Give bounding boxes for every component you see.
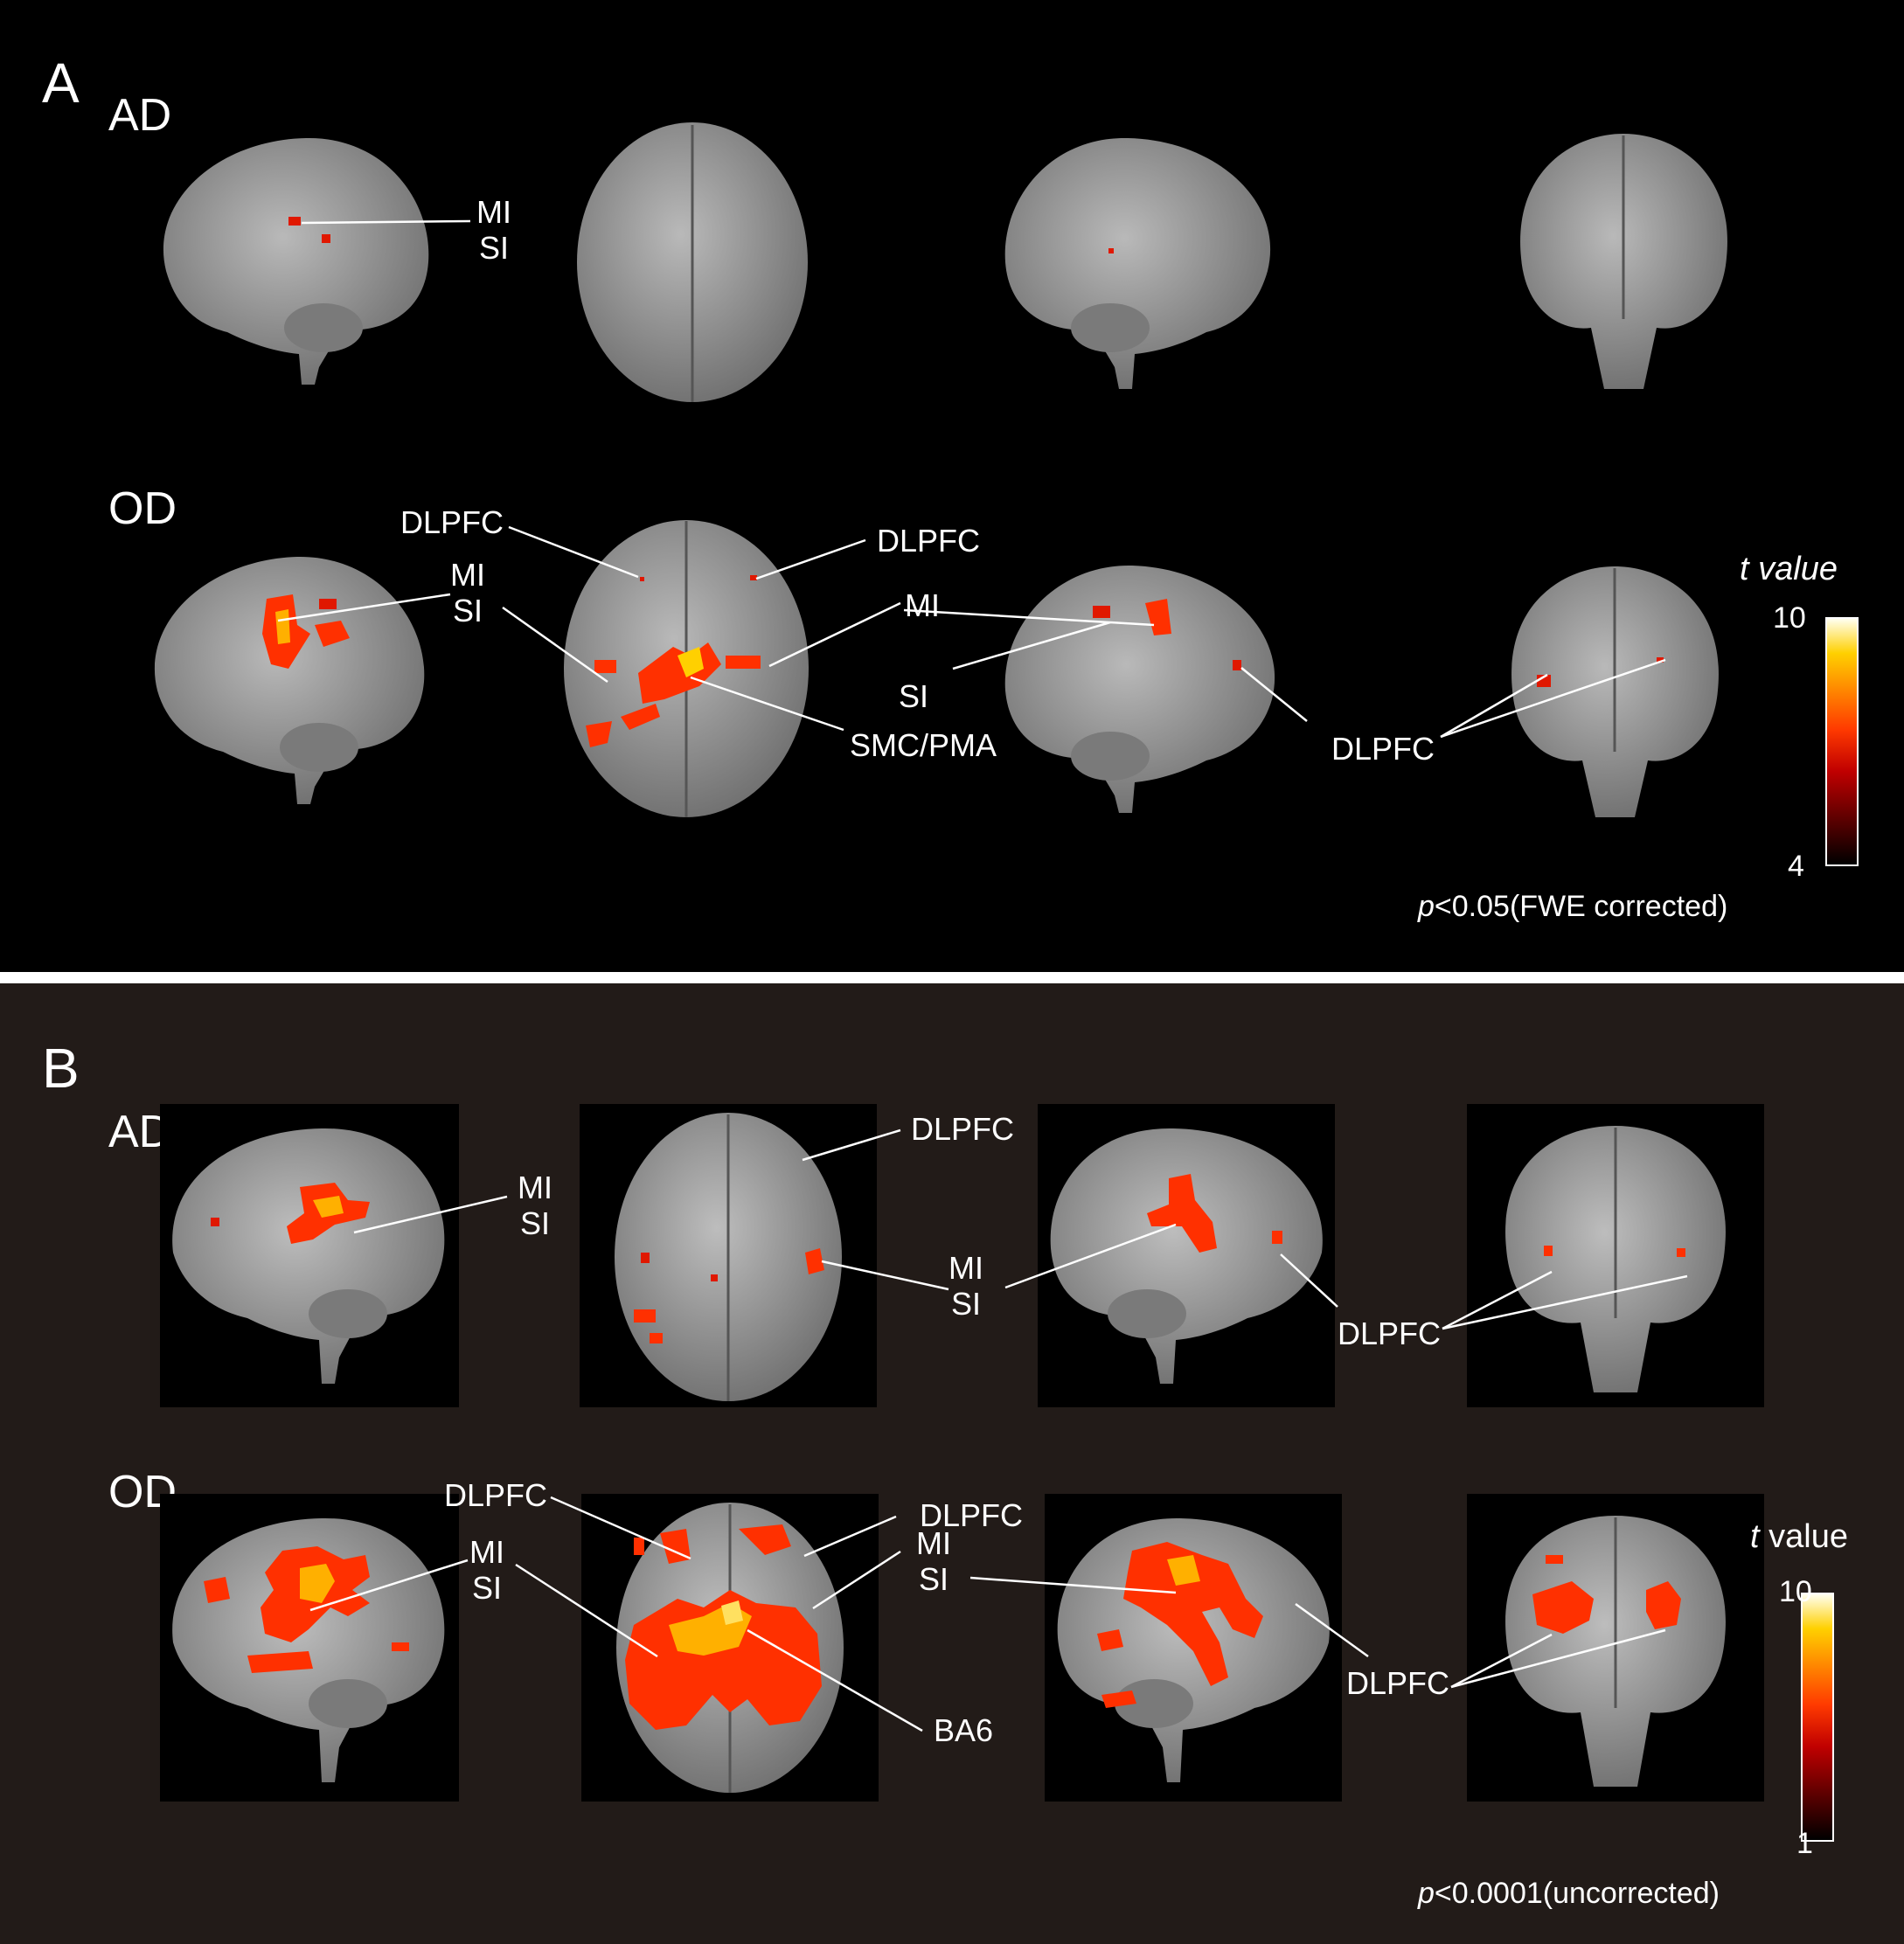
- brain-front-ad: [1520, 134, 1727, 389]
- label-dlpfc: DLPFC: [1338, 1316, 1442, 1351]
- brain-right-lateral-od: [1004, 565, 1275, 813]
- label-dlpfc: DLPFC: [444, 1477, 548, 1513]
- colorbar: [1801, 1593, 1834, 1842]
- row-label-od: OD: [108, 483, 177, 534]
- label-dlpfc: DLPFC: [1346, 1665, 1450, 1701]
- label-si: SI: [899, 678, 929, 714]
- panel-letter: B: [42, 1037, 80, 1100]
- legend-title: t value: [1740, 551, 1838, 587]
- label-smc-pma: SMC/PMA: [850, 727, 997, 763]
- label-dlpfc: DLPFC: [1331, 731, 1435, 767]
- colorbar-min: 1: [1796, 1827, 1813, 1860]
- brain-right-lateral-od: [1045, 1494, 1342, 1802]
- colorbar-max: 10: [1773, 601, 1806, 635]
- p-value-note: p<0.0001(uncorrected): [1418, 1877, 1720, 1910]
- label-dlpfc: DLPFC: [911, 1111, 1015, 1147]
- brain-right-lateral-ad: [1038, 1104, 1335, 1407]
- label-dlpfc: DLPFC: [877, 523, 981, 559]
- label-dlpfc: DLPFC: [400, 504, 504, 540]
- brain-left-lateral-od: [160, 1494, 459, 1802]
- legend-title: t value: [1750, 1518, 1848, 1555]
- brain-top-od: [564, 520, 809, 817]
- brain-front-od: [1511, 566, 1719, 817]
- panel-b: B AD OD: [0, 983, 1904, 1944]
- colorbar-max: 10: [1779, 1575, 1812, 1608]
- colorbar-min: 4: [1788, 850, 1804, 883]
- row-label-ad: AD: [108, 90, 172, 141]
- brain-left-lateral-ad: [163, 137, 429, 385]
- label-dlpfc: DLPFC: [920, 1497, 1024, 1533]
- brain-left-lateral-od: [154, 556, 425, 804]
- brain-top-od: [581, 1494, 879, 1802]
- brain-top-ad: [580, 1104, 877, 1407]
- panel-letter: A: [42, 52, 80, 115]
- colorbar: [1825, 617, 1859, 866]
- p-value-note: p<0.05(FWE corrected): [1418, 890, 1728, 923]
- leader-lines: [309, 1128, 1688, 1732]
- brain-front-ad: [1467, 1104, 1764, 1407]
- leader-lines: [277, 219, 1666, 739]
- brain-front-od: [1467, 1494, 1764, 1802]
- label-mi: MI: [905, 587, 940, 623]
- brain-top-ad: [577, 122, 808, 402]
- activation-blob: [288, 217, 301, 226]
- brain-right-lateral-ad: [1004, 137, 1271, 390]
- panel-a: A AD OD: [0, 0, 1904, 972]
- label-ba6: BA6: [934, 1712, 994, 1748]
- brain-left-lateral-ad: [160, 1104, 459, 1407]
